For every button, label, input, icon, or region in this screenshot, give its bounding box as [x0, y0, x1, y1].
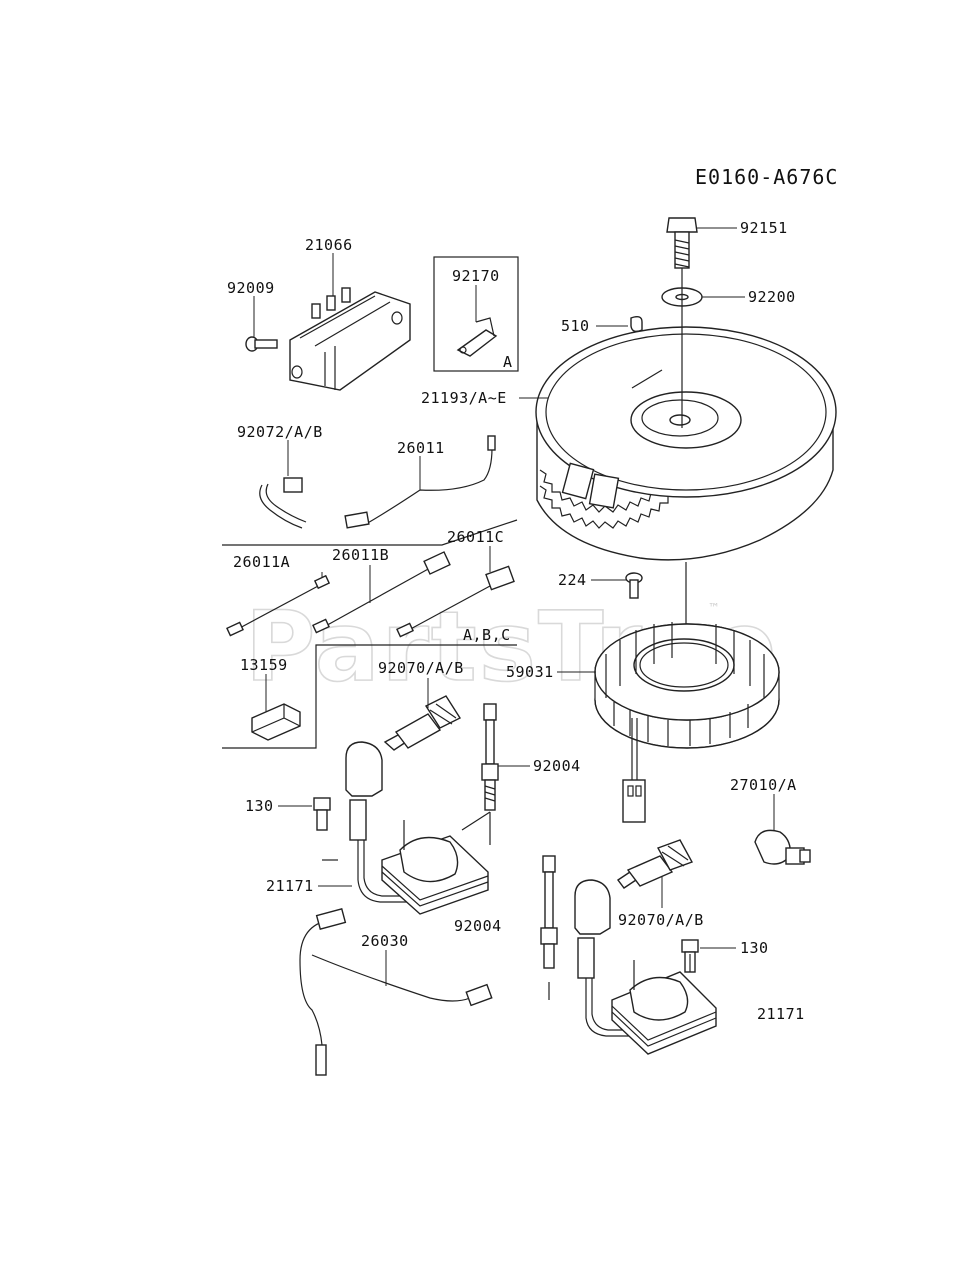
- regulator-21066: 21066: [289, 236, 411, 391]
- wire-26011: 26011: [344, 435, 496, 529]
- ignition-coil-21171-a: 21171: [266, 741, 491, 915]
- callout-92070-a: 92070/A/B: [378, 659, 464, 677]
- stud-92004-a: 92004: [481, 703, 581, 845]
- callout-92004-a: 92004: [533, 757, 581, 775]
- callout-21171-b: 21171: [757, 1005, 805, 1023]
- wires-26011ABC: 26011A 26011B 26011C A,B,C: [226, 528, 515, 644]
- callout-21193: 21193/A~E: [421, 389, 507, 407]
- switch-27010: 27010/A: [730, 776, 811, 865]
- stator-59031: 59031: [506, 622, 780, 823]
- watermark-trademark: ™: [708, 601, 720, 615]
- callout-92009: 92009: [227, 279, 275, 297]
- callout-26011A: 26011A: [233, 553, 290, 571]
- callout-A: A: [503, 353, 513, 371]
- callout-92072: 92072/A/B: [237, 423, 323, 441]
- stud-92004-c: [540, 855, 558, 1000]
- callout-224: 224: [558, 571, 587, 589]
- connector-92072: 92072/A/B: [237, 423, 323, 529]
- bolt-130-a: 130: [245, 797, 331, 831]
- key-510: 510: [561, 315, 643, 335]
- screw-224: 224: [558, 571, 643, 599]
- spark-plug-92070-b: 92070/A/B: [616, 839, 704, 929]
- bolt-130-b: 130: [681, 939, 769, 973]
- spark-plug-92070-a: 92070/A/B: [378, 659, 464, 751]
- wire-26030: 26030: [299, 908, 493, 1076]
- callout-26030: 26030: [361, 932, 409, 950]
- frame-line-bottom: [222, 644, 517, 749]
- callout-130-a: 130: [245, 797, 274, 815]
- callout-26011C: 26011C: [447, 528, 504, 546]
- callout-510: 510: [561, 317, 590, 335]
- callout-21171-a: 21171: [266, 877, 314, 895]
- callout-13159: 13159: [240, 656, 288, 674]
- callout-92004-b: 92004: [454, 917, 502, 935]
- diagram-code: E0160-A676C: [695, 165, 838, 189]
- callout-130-b: 130: [740, 939, 769, 957]
- clip-92170-box: 92170 A: [433, 256, 519, 372]
- callout-ABC: A,B,C: [463, 626, 511, 644]
- bolt-92151: 92151: [666, 217, 788, 269]
- callout-27010: 27010/A: [730, 776, 797, 794]
- connector-13159: 13159: [240, 656, 301, 741]
- callout-26011: 26011: [397, 439, 445, 457]
- callout-26011B: 26011B: [332, 546, 389, 564]
- callout-92200: 92200: [748, 288, 796, 306]
- callout-21066: 21066: [305, 236, 353, 254]
- callout-59031: 59031: [506, 663, 554, 681]
- flywheel-21193: 21193/A~E: [421, 326, 837, 561]
- callout-92170: 92170: [452, 267, 500, 285]
- ignition-coil-21171-b: 21171: [574, 879, 805, 1055]
- callout-92151: 92151: [740, 219, 788, 237]
- screw-92009: 92009: [227, 279, 278, 352]
- frame-line-top: [222, 519, 518, 546]
- callout-92070-b: 92070/A/B: [618, 911, 704, 929]
